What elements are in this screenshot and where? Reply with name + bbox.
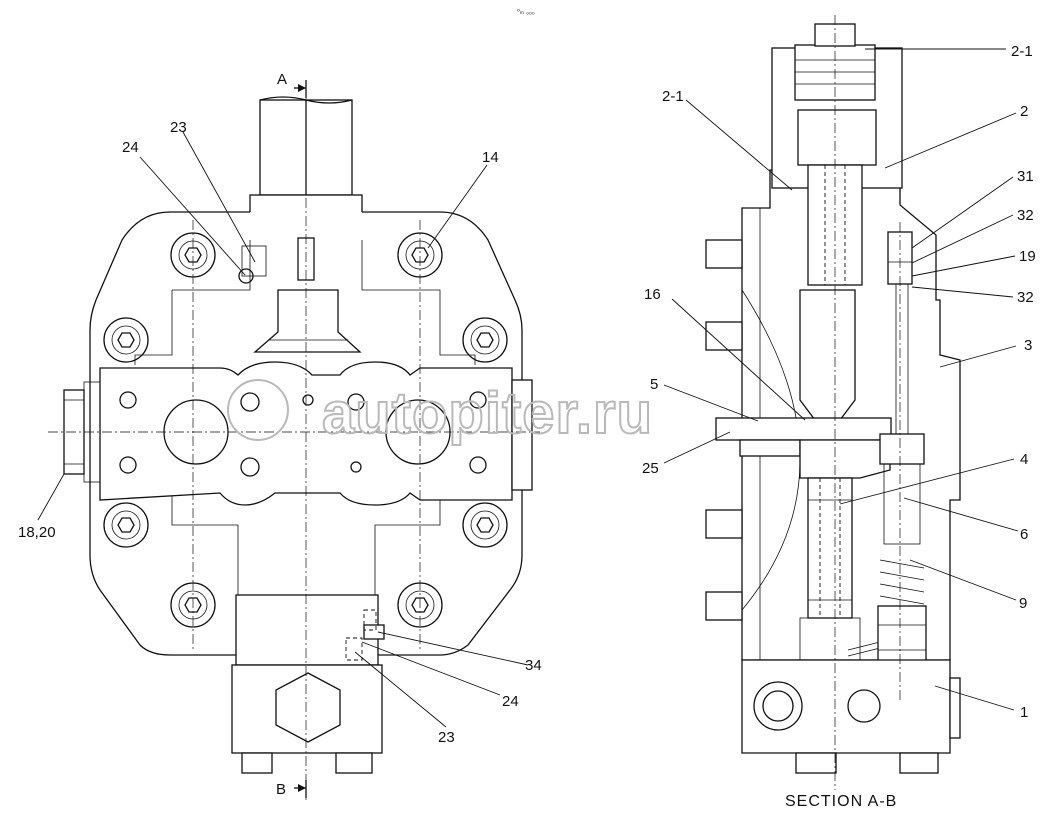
front-view: A B 24 23 14 18,20 34 24 23: [18, 71, 542, 800]
corner-mark: ⁰ₘ ₀₀₀: [517, 8, 535, 16]
part-label: 23: [170, 119, 187, 136]
section-title: SECTION A-B: [785, 793, 897, 810]
arrow-label-b: B: [276, 781, 286, 798]
part-label: 24: [502, 693, 519, 710]
arrow-label-a: A: [277, 71, 287, 88]
part-label: 19: [1019, 248, 1036, 265]
part-label: 14: [482, 149, 499, 166]
part-label: 18,20: [18, 524, 56, 541]
part-label: 3: [1024, 337, 1032, 354]
part-label: 31: [1017, 168, 1034, 185]
part-label: 2-1: [1011, 43, 1033, 60]
part-label: 16: [644, 286, 661, 303]
part-label: 4: [1020, 451, 1028, 468]
part-label: 2-1: [662, 88, 684, 105]
watermark-text: autopiter.ru: [322, 381, 653, 446]
part-label: 34: [525, 657, 542, 674]
part-label: 5: [650, 376, 658, 393]
part-label: 2: [1020, 103, 1028, 120]
part-label: 32: [1017, 289, 1034, 306]
part-label: 1: [1020, 704, 1028, 721]
part-label: 6: [1020, 526, 1028, 543]
part-label: 23: [438, 729, 455, 746]
part-label: 32: [1017, 207, 1034, 224]
part-label: 25: [642, 460, 659, 477]
section-arrow-a: A: [277, 71, 307, 98]
watermark: autopiter.ru: [227, 379, 653, 447]
part-label: 9: [1019, 595, 1027, 612]
part-label: 24: [122, 139, 139, 156]
section-arrow-b: B: [276, 780, 307, 798]
section-view: 2-1 2-1 2 31 32 19 32 16 3 5 25 4 6 9 1 …: [642, 15, 1036, 810]
